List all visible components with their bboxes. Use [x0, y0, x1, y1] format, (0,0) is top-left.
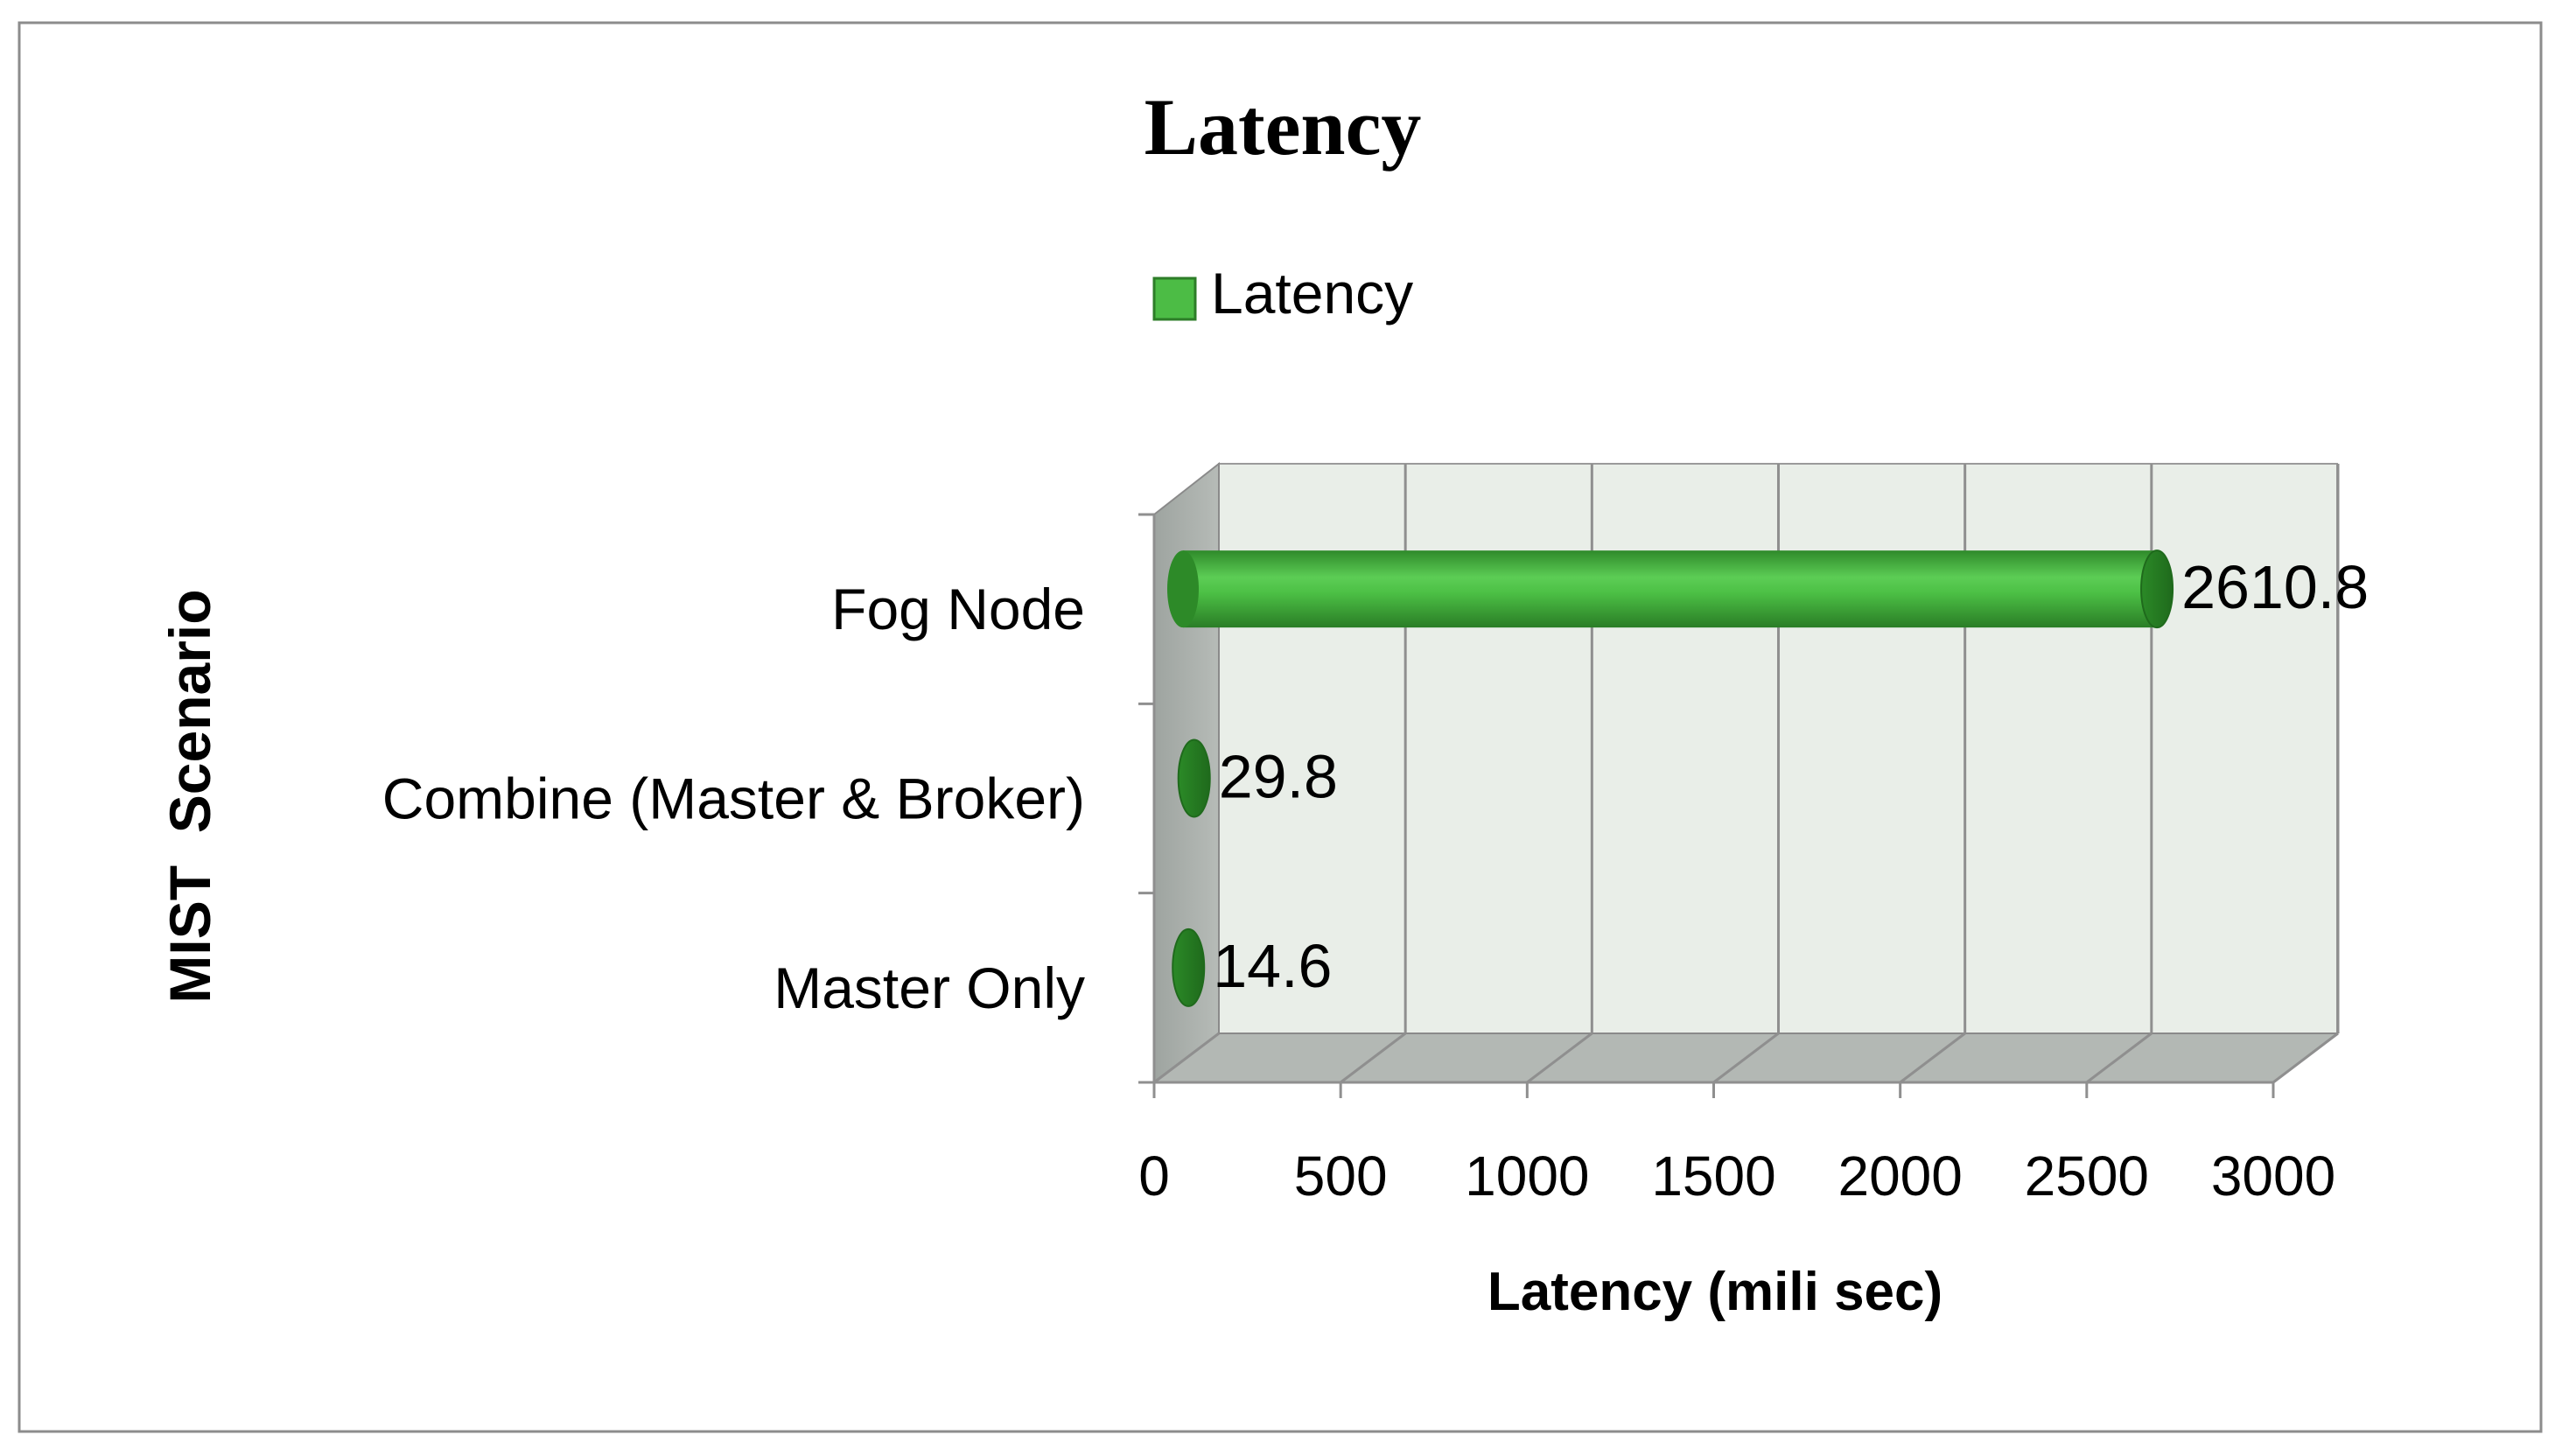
legend: Latency [1152, 261, 1413, 326]
x-tick-label: 2500 [2025, 1144, 2149, 1208]
floor-gridline [1712, 1032, 1780, 1084]
category-labels: Master Only Combine (Master & Broker) Fog … [382, 577, 1085, 1020]
data-label: 2610.8 [2181, 553, 2369, 621]
bar [1167, 550, 2174, 629]
bar-end-cap [2140, 550, 2174, 629]
floor-gridline [1153, 1032, 1220, 1084]
x-tick-labels: 0 500 1000 1500 2000 2500 3000 [1138, 1144, 2335, 1208]
floor-gridline [2085, 1032, 2152, 1084]
x-tick-label: 1500 [1651, 1144, 1775, 1208]
category-label: Combine (Master & Broker) [382, 766, 1085, 831]
floor-gridline [2272, 1032, 2339, 1084]
bar-end-cap [1177, 738, 1211, 818]
x-tick-label: 500 [1294, 1144, 1388, 1208]
legend-label: Latency [1211, 261, 1413, 326]
data-label: 14.6 [1213, 932, 1332, 1000]
data-labels: 14.6 29.8 2610.8 [1213, 553, 2369, 1000]
chart-title: Latency [1144, 82, 1422, 172]
data-label: 29.8 [1219, 743, 1338, 811]
category-label: Master Only [774, 956, 1085, 1020]
legend-swatch [1152, 276, 1197, 321]
x-tick-label: 2000 [1838, 1144, 1962, 1208]
floor-gridline [1899, 1032, 1966, 1084]
bars [1167, 550, 2174, 1007]
x-axis-label: Latency (mili sec) [1488, 1262, 1942, 1322]
x-tick-label: 1000 [1465, 1144, 1589, 1208]
x-tick-label: 3000 [2211, 1144, 2335, 1208]
bar-body [1183, 550, 2158, 628]
bar-start-cap [1167, 550, 1199, 628]
y-axis-ticks [1138, 513, 1154, 1084]
x-tick-label: 0 [1138, 1144, 1170, 1208]
floor-gridline [1526, 1032, 1593, 1084]
category-label: Fog Node [831, 577, 1085, 641]
bar [1172, 928, 1206, 1007]
y-axis-label: MIST Scenario [158, 589, 222, 1003]
floor-gridline [1340, 1032, 1407, 1084]
bar [1177, 738, 1211, 818]
bar-end-cap [1172, 928, 1206, 1007]
